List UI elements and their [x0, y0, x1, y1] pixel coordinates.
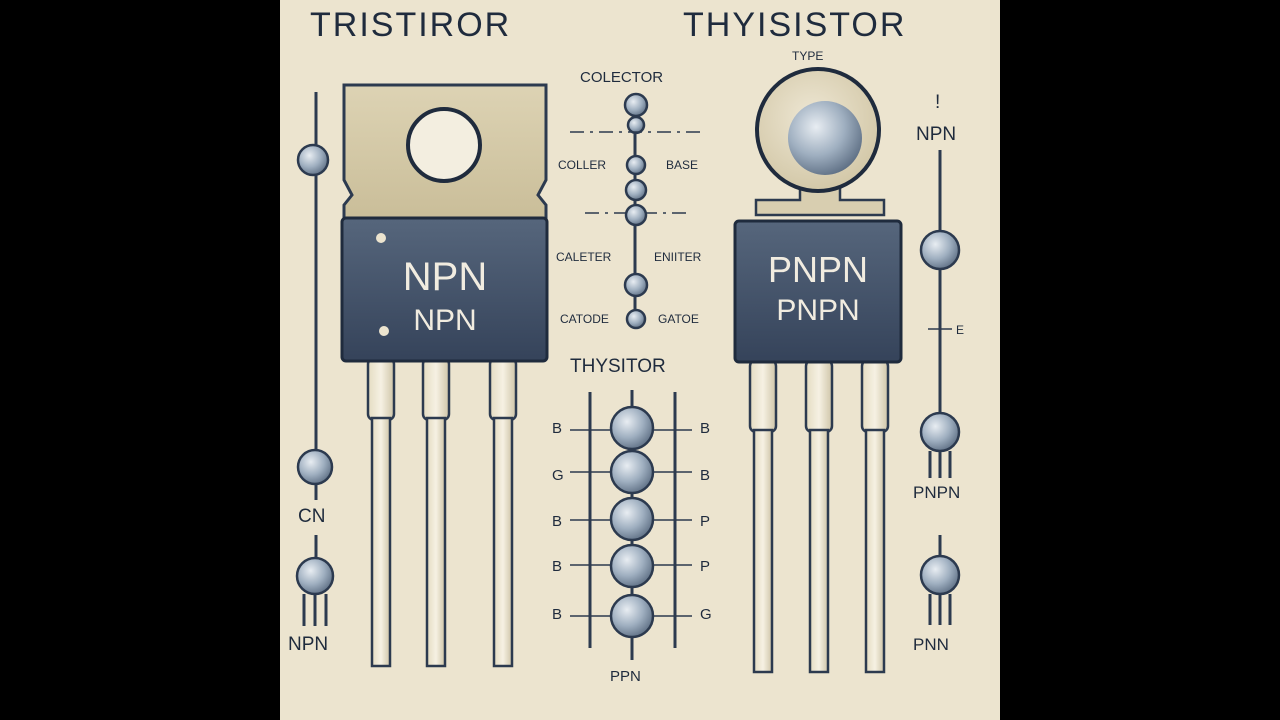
diagram-panel: TRISTIROR THYISISTOR TYPE NPN NPN CN NPN…	[280, 0, 1000, 720]
stack-node-4	[609, 543, 655, 589]
right-pin-1: B	[700, 420, 710, 437]
left-npn-label: NPN	[288, 634, 328, 655]
ppn-label: PPN	[610, 668, 641, 685]
diagram-svg: TRISTIROR THYISISTOR TYPE NPN NPN CN NPN…	[288, 6, 964, 685]
right-side-schematic: ! NPN E PNPN PNN	[913, 92, 964, 654]
right-pin-5: G	[700, 606, 712, 623]
right-subtitle: TYPE	[792, 49, 823, 63]
gatoe-label: GATOE	[658, 312, 699, 326]
coller-label: COLLER	[558, 158, 606, 172]
base-label: BASE	[666, 158, 698, 172]
right-pin-3: P	[700, 513, 710, 530]
right-pnpn-label: PNPN	[913, 483, 960, 502]
right-thyristor: PNPN PNPN	[733, 67, 903, 674]
stack-node-1	[609, 405, 655, 451]
left-node-top	[296, 143, 330, 177]
collector-label: COLECTOR	[580, 69, 663, 86]
left-node-mid	[296, 448, 334, 486]
mounting-hole	[406, 107, 482, 183]
right-e-label: E	[956, 323, 964, 337]
thyristor-cap-inner	[788, 101, 862, 175]
left-pin-2: G	[552, 467, 564, 484]
right-node-bottom	[919, 554, 961, 596]
left-body	[340, 216, 549, 363]
right-leg-1	[752, 428, 774, 674]
left-transistor: NPN NPN	[340, 83, 549, 668]
right-node-mid	[919, 411, 961, 453]
center-top-diagram: COLECTOR COLLER BASE CALETER ENIITER CAT…	[556, 69, 702, 330]
thysitor-title: THYSITOR	[570, 356, 666, 377]
left-leg-1	[370, 416, 392, 668]
stack-node-2	[609, 449, 655, 495]
right-title: THYISISTOR	[683, 6, 906, 44]
right-body-label-1: PNPN	[768, 249, 868, 290]
right-pnn-label: PNN	[913, 635, 949, 654]
stack-node-3	[609, 496, 655, 542]
right-pin-4: P	[700, 558, 710, 575]
right-pin-2: B	[700, 467, 710, 484]
right-body	[733, 219, 903, 364]
right-npn-label: NPN	[916, 124, 956, 145]
right-leg-3	[864, 428, 886, 674]
caleter-label: CALETER	[556, 250, 612, 264]
emitter-label: ENIITER	[654, 250, 702, 264]
left-body-label-1: NPN	[403, 255, 487, 299]
left-node-bottom	[295, 556, 335, 596]
left-pin-1: B	[552, 420, 562, 437]
stack-node-5	[609, 593, 655, 639]
right-mark: !	[935, 92, 940, 113]
left-pin-4: B	[552, 558, 562, 575]
center-bottom-diagram: THYSITOR B G B B B B B P P G PPN	[552, 356, 712, 685]
right-body-label-2: PNPN	[776, 294, 859, 327]
catode-label: CATODE	[560, 312, 609, 326]
left-body-label-2: NPN	[413, 304, 476, 337]
left-side-schematic: CN NPN	[288, 92, 335, 655]
left-pin-3: B	[552, 513, 562, 530]
left-leg-3	[492, 416, 514, 668]
left-leg-2	[425, 416, 447, 668]
left-title: TRISTIROR	[310, 6, 511, 44]
right-node-top	[919, 229, 961, 271]
left-pin-5: B	[552, 606, 562, 623]
right-leg-2	[808, 428, 830, 674]
left-cn-label: CN	[298, 506, 325, 527]
